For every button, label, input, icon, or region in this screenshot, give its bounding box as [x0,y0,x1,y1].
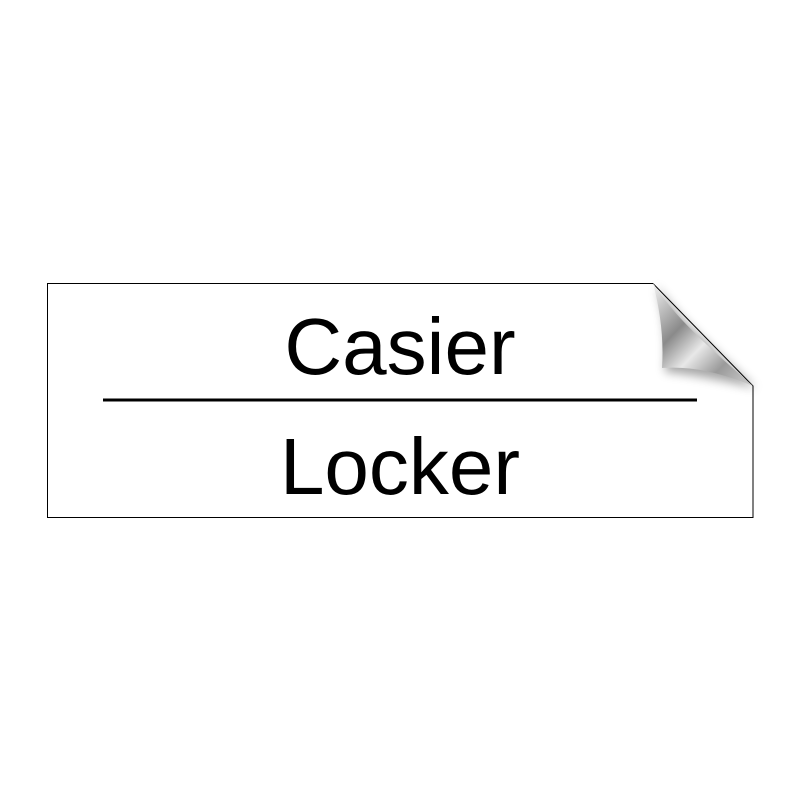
label-line-2: Locker [280,422,520,511]
peeled-corner-icon [653,283,753,386]
label-line-1: Casier [284,302,515,391]
